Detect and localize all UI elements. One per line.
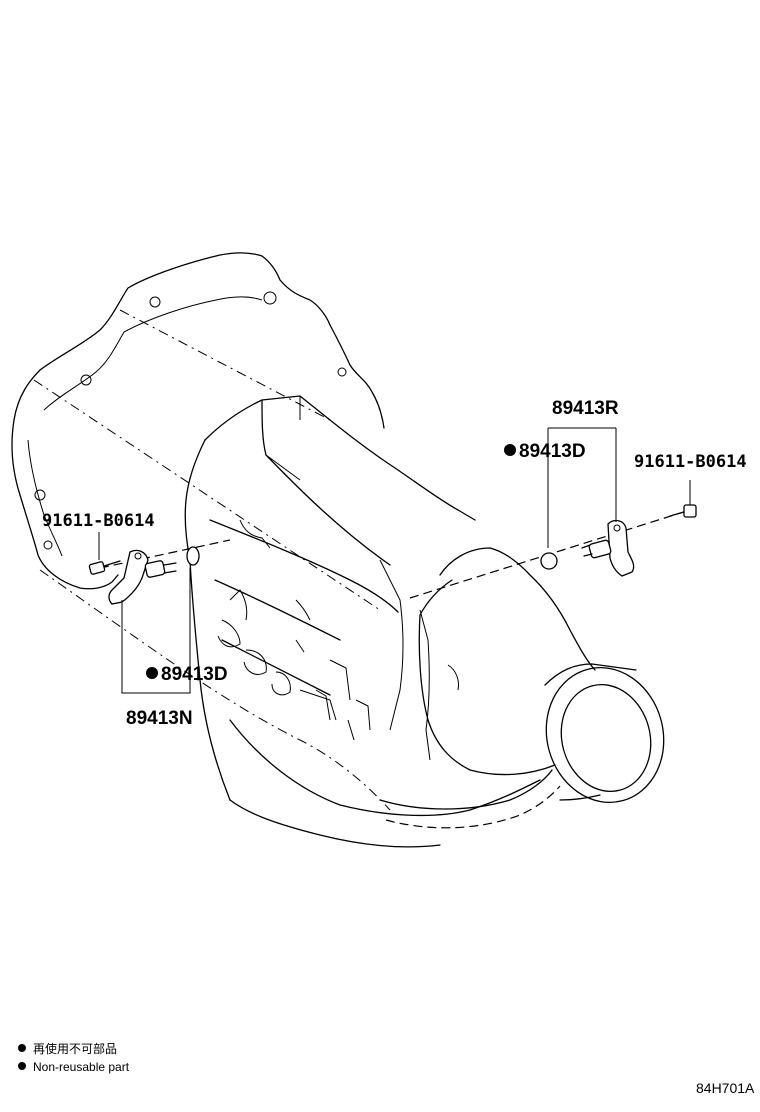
legend: 再使用不可部品 Non-reusable part <box>18 1041 130 1074</box>
callout-leaders <box>98 427 691 694</box>
non-reusable-dot-right <box>504 444 516 456</box>
speed-sensor-left-part <box>108 549 177 605</box>
o-ring-left-part <box>186 546 200 566</box>
legend-dot-en <box>18 1062 26 1070</box>
callout-89413d-right: 89413D <box>519 441 586 462</box>
callout-89413r: 89413R <box>552 398 619 419</box>
o-ring-right-part <box>540 552 558 570</box>
callout-89413n: 89413N <box>126 708 193 729</box>
legend-jp: 再使用不可部品 <box>33 1041 117 1056</box>
callout-89413d-left: 89413D <box>161 664 228 685</box>
legend-dot-jp <box>18 1044 26 1052</box>
legend-en: Non-reusable part <box>33 1060 130 1074</box>
bolt-right-part <box>669 504 697 518</box>
non-reusable-dot-left <box>146 667 158 679</box>
callout-91611-left: 91611-B0614 <box>42 511 155 531</box>
left-install-line <box>99 539 231 569</box>
bolt-left-part <box>88 560 121 575</box>
callout-91611-right: 91611-B0614 <box>634 452 747 472</box>
figure-code: 84H701A <box>696 1080 755 1096</box>
transmission-housing <box>11 252 665 848</box>
speed-sensor-right-part <box>581 519 635 577</box>
